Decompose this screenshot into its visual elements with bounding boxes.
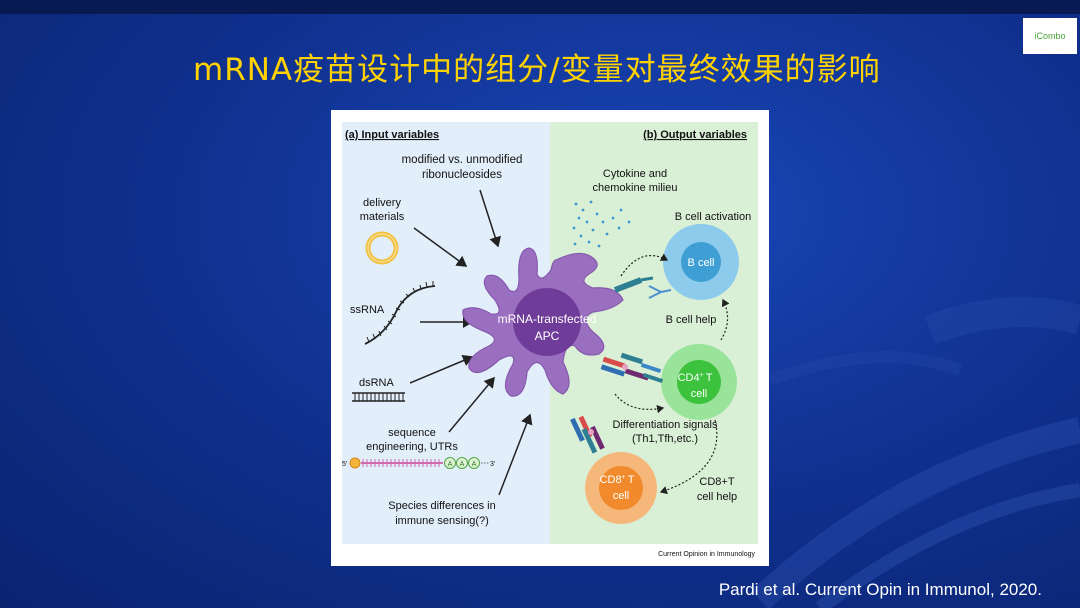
label-b-cell-help: B cell help [666, 314, 717, 326]
label-delivery-line2: materials [360, 211, 405, 223]
label-cytokine-line2: chemokine milieu [593, 182, 678, 194]
top-band [0, 0, 1080, 14]
cytokine-dots [572, 200, 631, 248]
label-species-line1: Species differences in [388, 500, 495, 512]
label-delivery-line1: delivery [363, 197, 401, 209]
b-cell-nucleus [681, 242, 721, 282]
cd8-label: CD8+T [600, 474, 635, 486]
bcr-interaction-icon [613, 276, 672, 299]
panel-b-title: (b) Output variables [643, 129, 747, 141]
arrow-dsrna [409, 354, 474, 384]
polya-2: A [460, 461, 465, 468]
cd4-t-cell-nucleus [677, 360, 721, 404]
three-prime-label: 3' [490, 461, 495, 468]
cd4-label: CD4+T [678, 372, 713, 384]
apc-dendritic-cell [462, 247, 624, 397]
page-title: mRNA疫苗设计中的组分/变量对最终效果的影响 [193, 52, 881, 88]
dsrna-icon [352, 392, 405, 402]
panel-a-title: (a) Input variables [345, 129, 439, 141]
label-differentiation-line2: (Th1,Tfh,etc.) [632, 433, 698, 445]
label-modified-line2: ribonucleosides [422, 169, 502, 181]
arrow-b-help [720, 298, 730, 341]
logo-text: iCombo [1034, 31, 1066, 41]
cd8-t-cell-nucleus [599, 466, 643, 510]
tcr-cd8-interaction-icon [570, 415, 605, 454]
cd4-label-cell: cell [691, 388, 708, 400]
arrow-differentiation [614, 393, 665, 414]
citation: Pardi et al. Current Opin in Immunol, 20… [718, 580, 1042, 599]
arrow-sequence [448, 376, 495, 433]
label-cd8-help-line2: cell help [697, 491, 737, 503]
cd8-label-cell: cell [613, 490, 630, 502]
label-ssrna: ssRNA [350, 304, 385, 316]
label-differentiation-line1: Differentiation signals [613, 419, 718, 431]
arrow-modified [479, 189, 501, 248]
label-sequence-line1: sequence [388, 427, 436, 439]
figure-source: Current Opinion in Immunology [658, 551, 755, 558]
icombo-logo: iCombo [1023, 18, 1077, 54]
label-b-cell-activation: B cell activation [675, 211, 751, 223]
diagram-figure: (a) Input variables (b) Output variables… [331, 110, 769, 566]
b-cell-label: B cell [688, 257, 715, 269]
label-dsrna: dsRNA [359, 377, 395, 389]
label-cd8-help-line1: CD8+T [699, 476, 734, 488]
arrow-cd8-help [659, 419, 718, 495]
label-cytokine-line1: Cytokine and [603, 168, 667, 180]
label-species-line2: immune sensing(?) [395, 515, 489, 527]
tcr-cd4-interaction-icon [600, 352, 664, 383]
apc-label-line1: mRNA-transfected [498, 312, 597, 326]
arrow-delivery [413, 227, 468, 267]
polya-3: A [472, 461, 477, 468]
five-prime-label: 5' [342, 461, 347, 468]
ssrna-icon [364, 281, 436, 345]
arrow-species [498, 413, 533, 496]
mrna-construct-icon: 5' A A A 3' [342, 457, 495, 469]
label-modified-line1: modified vs. unmodified [402, 154, 523, 166]
arrow-b-activation [620, 253, 669, 277]
apc-label-line2: APC [535, 329, 560, 343]
label-sequence-line2: engineering, UTRs [366, 441, 458, 453]
polya-1: A [448, 461, 453, 468]
